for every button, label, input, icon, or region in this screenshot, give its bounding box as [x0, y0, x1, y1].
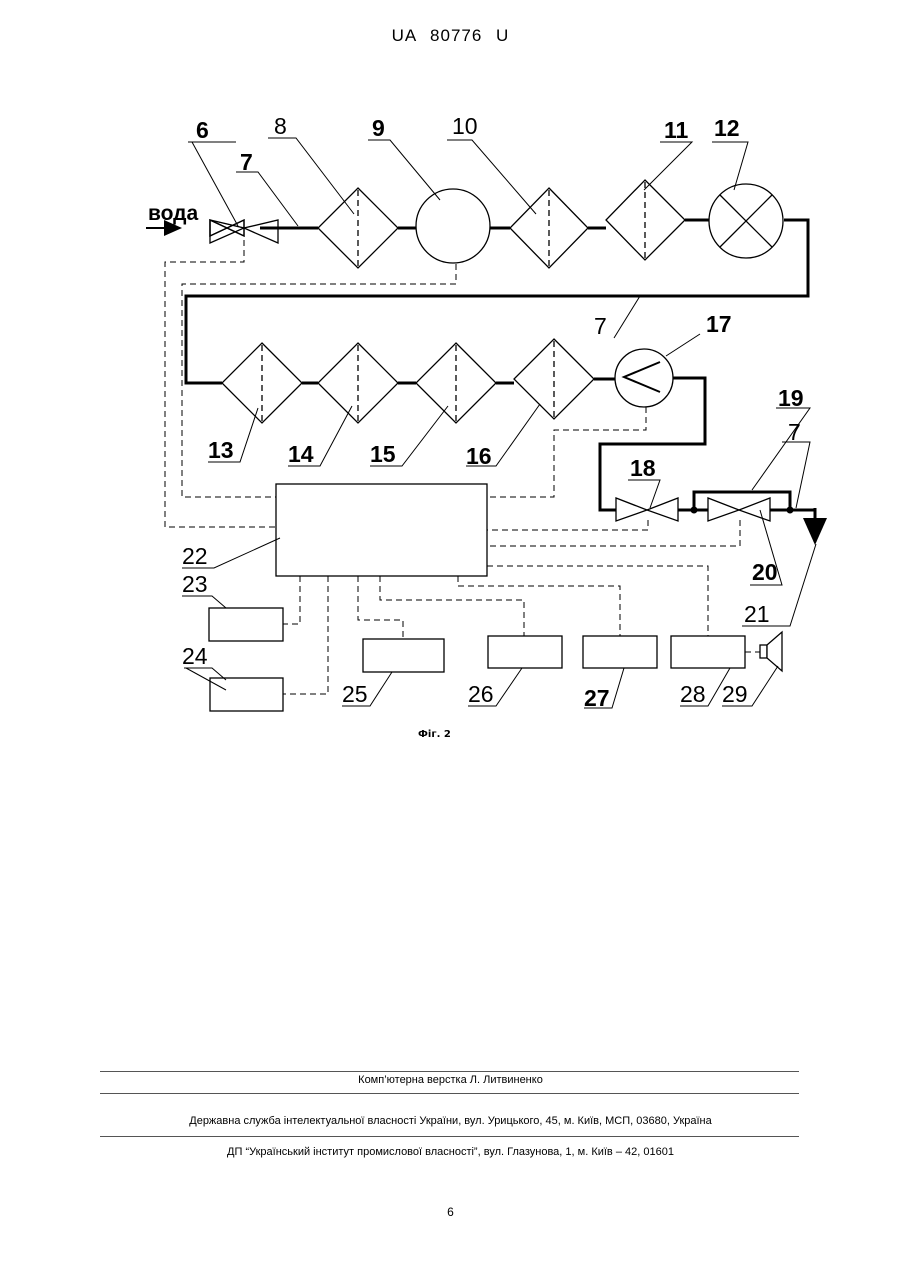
label-28: 28 [680, 681, 706, 707]
valve-20 [708, 498, 770, 521]
label-7a: 7 [240, 149, 253, 175]
tank-9 [416, 189, 490, 263]
label-12: 12 [714, 115, 740, 141]
label-29: 29 [722, 681, 748, 707]
valve-6 [210, 220, 278, 243]
filter-13 [222, 343, 302, 423]
agency-address: Державна служба інтелектуальної власност… [0, 1115, 901, 1127]
filter-8 [318, 188, 398, 268]
block-28 [671, 636, 745, 668]
block-24 [210, 678, 283, 711]
footer-rule-top [100, 1071, 799, 1072]
label-11: 11 [664, 117, 689, 143]
label-13: 13 [208, 437, 234, 463]
footer-rule-bottom [100, 1136, 799, 1137]
filter-15 [416, 343, 496, 423]
label-21: 21 [744, 601, 770, 627]
label-17: 17 [706, 311, 732, 337]
label-10: 10 [452, 113, 478, 139]
block-23 [209, 608, 283, 641]
block-26 [488, 636, 562, 668]
schematic-diagram: вода [0, 0, 901, 760]
inlet-label: вода [148, 202, 199, 225]
filter-16 [514, 339, 594, 419]
filter-11 [606, 180, 685, 260]
block-27 [583, 636, 657, 668]
label-18: 18 [630, 455, 656, 481]
label-26: 26 [468, 681, 494, 707]
label-19: 19 [778, 385, 804, 411]
label-22: 22 [182, 543, 208, 569]
uv-lamp-12 [709, 184, 783, 258]
speaker-29 [760, 632, 782, 671]
label-7b: 7 [594, 313, 607, 339]
label-25: 25 [342, 681, 368, 707]
page-number: 6 [0, 1205, 901, 1219]
label-16: 16 [466, 443, 492, 469]
label-9: 9 [372, 115, 385, 141]
footer-rule-middle [100, 1093, 799, 1094]
label-27: 27 [584, 685, 610, 711]
label-7c: 7 [788, 419, 801, 445]
label-23: 23 [182, 571, 208, 597]
label-14: 14 [288, 441, 314, 467]
block-25 [363, 639, 444, 672]
layout-credit: Комп’ютерна верстка Л. Литвиненко [0, 1074, 901, 1086]
filter-10 [510, 188, 588, 268]
label-15: 15 [370, 441, 396, 467]
label-8: 8 [274, 113, 287, 139]
meter-17 [615, 349, 673, 407]
valve-18 [616, 498, 678, 521]
institute-address: ДП “Український інститут промислової вла… [0, 1146, 901, 1158]
label-20: 20 [752, 559, 778, 585]
control-unit-22 [276, 484, 487, 576]
label-24: 24 [182, 643, 208, 669]
figure-caption: Фіг. 2 [418, 729, 451, 740]
filter-14 [318, 343, 398, 423]
label-6: 6 [196, 117, 209, 143]
